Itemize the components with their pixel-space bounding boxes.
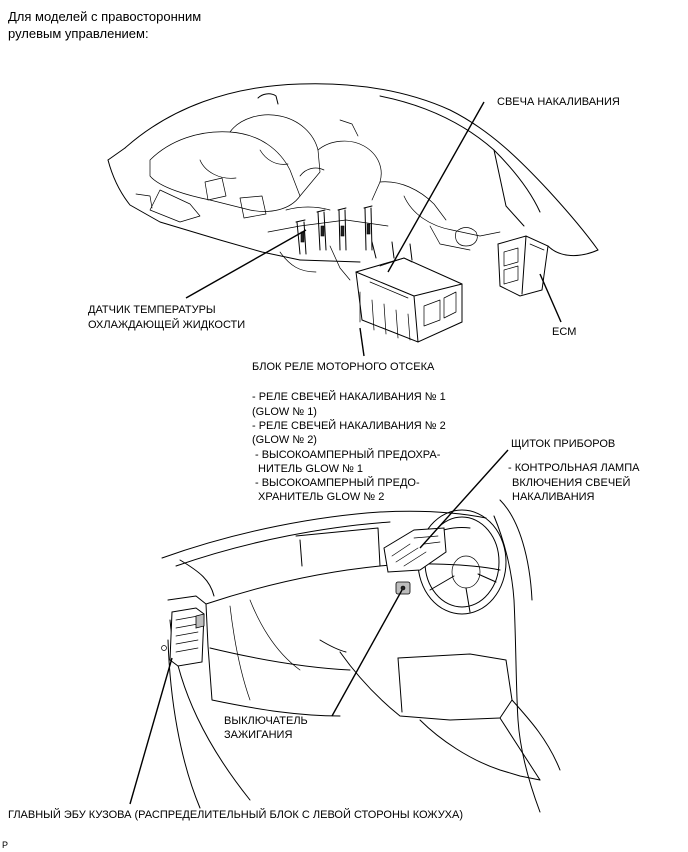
diagram-header: Для моделей с правосторонним рулевым упр… bbox=[8, 8, 201, 42]
glow-plug-group bbox=[295, 205, 413, 261]
header-line-2: рулевым управлением: bbox=[8, 26, 149, 41]
relay-block-item: ХРАНИТЕЛЬ GLOW № 2 bbox=[258, 491, 385, 503]
engine-room-relay-block-drawing bbox=[355, 257, 463, 343]
coolant-temperature-sensor-label-line-1: ДАТЧИК ТЕМПЕРАТУРЫ bbox=[88, 304, 216, 316]
glow-indicator-item: - КОНТРОЛЬНАЯ ЛАМПА bbox=[508, 462, 640, 474]
relay-block-item: НИТЕЛЬ GLOW № 1 bbox=[258, 463, 364, 475]
glow-indicator-item: НАКАЛИВАНИЯ bbox=[512, 491, 595, 503]
relay-block-item: (GLOW № 1) bbox=[252, 406, 317, 418]
main-body-ecu-label: ГЛАВНЫЙ ЭБУ КУЗОВА (РАСПРЕДЕЛИТЕЛЬНЫЙ БЛ… bbox=[8, 809, 464, 821]
corner-mark: P bbox=[2, 840, 9, 850]
ignition-switch-label-line-2: ЗАЖИГАНИЯ bbox=[224, 729, 293, 741]
coolant-temperature-sensor-label-line-2: ОХЛАЖДАЮЩЕЙ ЖИДКОСТИ bbox=[88, 319, 246, 331]
engine-bay-drawing bbox=[107, 83, 599, 281]
relay-block-item: - РЕЛЕ СВЕЧЕЙ НАКАЛИВАНИЯ № 2 bbox=[252, 420, 446, 432]
relay-block-item: - ВЫСОКОАМПЕРНЫЙ ПРЕДОХРА- bbox=[255, 449, 441, 461]
header-line-1: Для моделей с правосторонним bbox=[8, 9, 202, 24]
relay-block-item: (GLOW № 2) bbox=[252, 434, 317, 446]
ignition-switch-label-line-1: ВЫКЛЮЧАТЕЛЬ bbox=[224, 715, 308, 727]
glow-plug-label: СВЕЧА НАКАЛИВАНИЯ bbox=[497, 96, 620, 108]
instrument-panel-drawing bbox=[161, 499, 561, 813]
relay-block-item: - ВЫСОКОАМПЕРНЫЙ ПРЕДО- bbox=[255, 477, 420, 489]
ecm-label: ECM bbox=[552, 326, 577, 338]
combination-meter-label: ЩИТОК ПРИБОРОВ bbox=[511, 438, 616, 450]
glow-indicator-item: ВКЛЮЧЕНИЯ СВЕЧЕЙ bbox=[512, 477, 631, 489]
ecm-drawing bbox=[497, 235, 549, 297]
engine-room-relay-block-label: БЛОК РЕЛЕ МОТОРНОГО ОТСЕКА bbox=[252, 361, 435, 373]
relay-block-item: - РЕЛЕ СВЕЧЕЙ НАКАЛИВАНИЯ № 1 bbox=[252, 391, 446, 403]
